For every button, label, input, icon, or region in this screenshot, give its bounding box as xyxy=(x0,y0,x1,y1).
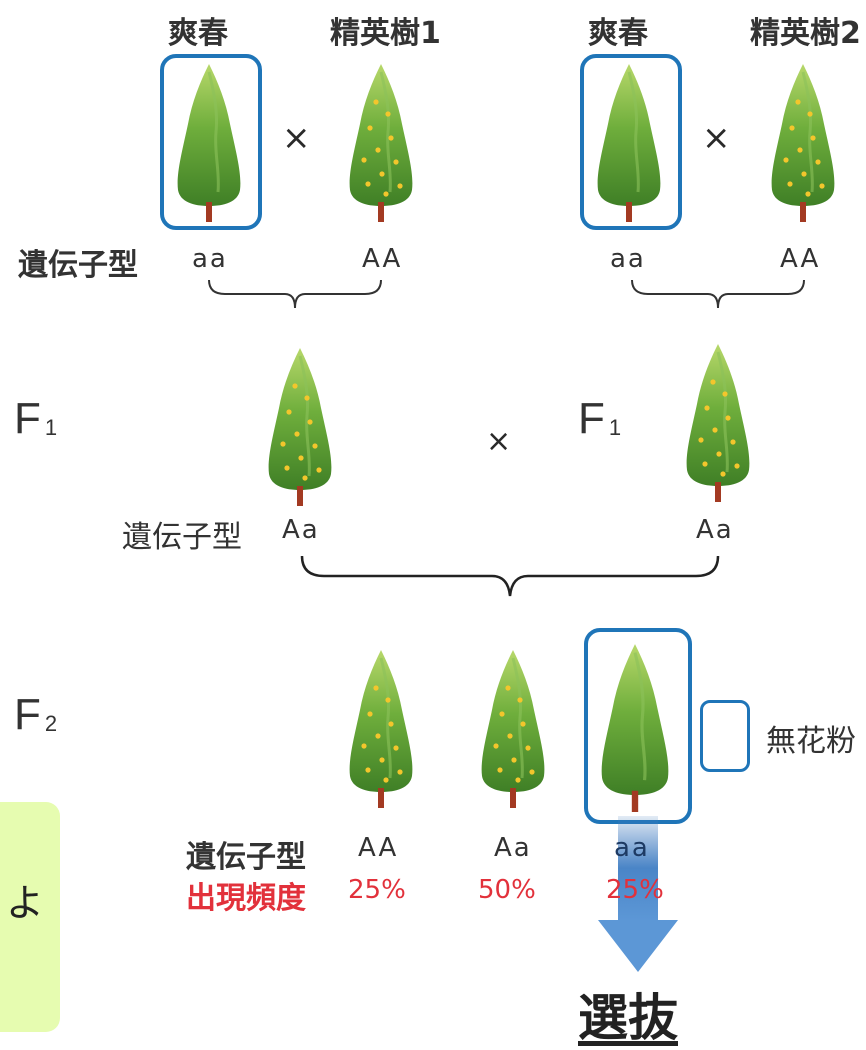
f1-right-genotype: Aa xyxy=(696,515,734,545)
parent1-left-genotype: aa xyxy=(192,244,228,274)
f2-frequency-Aa: 50% xyxy=(478,875,536,905)
f1-cross-symbol: × xyxy=(486,424,512,459)
cross-symbol-1: × xyxy=(282,118,311,158)
f2-AA-tree-icon xyxy=(344,648,418,808)
f1-left-genotype: Aa xyxy=(282,515,320,545)
f2-frequency-AA: 25% xyxy=(348,875,406,905)
parent2-left-name: 爽春 xyxy=(588,16,648,51)
side-note-box xyxy=(0,802,60,1032)
side-note-text: よ xyxy=(6,881,45,925)
f1-right-tree-icon xyxy=(676,342,760,502)
parent2-right-name: 精英樹2 xyxy=(750,16,861,51)
parent1-right-name: 精英樹1 xyxy=(330,16,441,51)
f2-frequency-aa: 25% xyxy=(606,875,664,905)
f1-bracket xyxy=(300,555,720,597)
parent1-right-genotype: AA xyxy=(362,244,403,274)
parent2-left-genotype: aa xyxy=(610,244,646,274)
elite-tree-1-icon xyxy=(344,62,418,222)
selected-parent-box-2 xyxy=(580,54,682,230)
parent2-bracket xyxy=(631,279,805,309)
f1-left-tree-icon xyxy=(258,346,342,506)
parent1-left-name: 爽春 xyxy=(168,16,228,51)
genotype-label-f1: 遺伝子型 xyxy=(122,520,242,555)
soushun-tree-2-icon xyxy=(592,62,666,222)
selection-arrow-icon xyxy=(598,816,678,972)
f2-genotype-Aa: Aa xyxy=(494,833,532,863)
elite-tree-2-icon xyxy=(766,62,840,222)
legend-label: 無花粉 xyxy=(766,724,856,759)
f2-aa-tree-icon xyxy=(596,642,674,812)
frequency-label: 出現頻度 xyxy=(186,881,306,916)
f2-genotype-AA: AA xyxy=(358,833,399,863)
f2-Aa-tree-icon xyxy=(476,648,550,808)
soushun-tree-icon xyxy=(172,62,246,222)
selection-label: 選抜 xyxy=(578,989,678,1047)
legend-selection-box xyxy=(700,700,750,772)
parent2-right-genotype: AA xyxy=(780,244,821,274)
genotype-label-parents: 遺伝子型 xyxy=(18,248,138,283)
selected-parent-box-1 xyxy=(160,54,262,230)
genotype-label-f2: 遺伝子型 xyxy=(186,840,306,875)
cross-symbol-2: × xyxy=(702,118,731,158)
f2-genotype-aa: aa xyxy=(614,833,650,863)
parent1-bracket xyxy=(208,279,382,309)
